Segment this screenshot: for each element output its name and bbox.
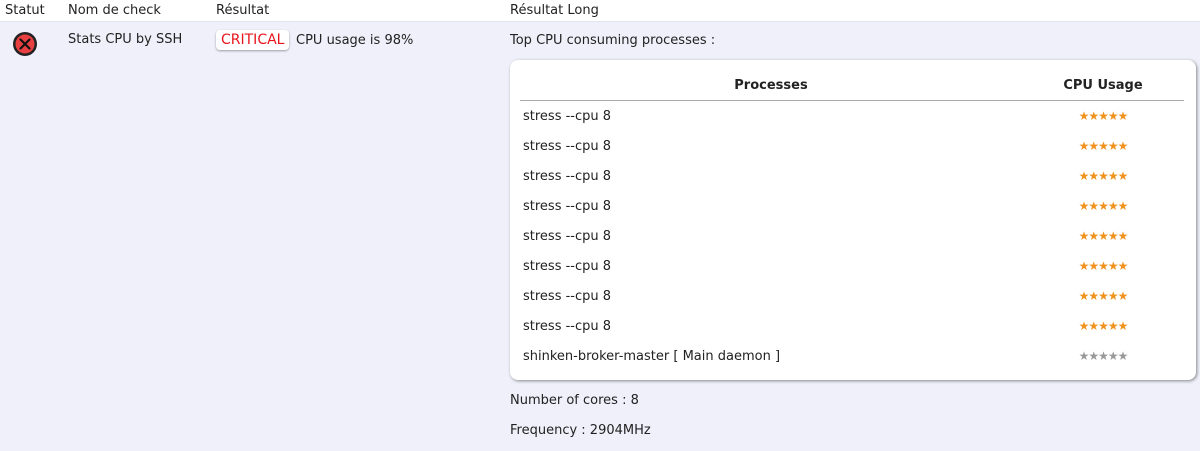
star-icon: ★ <box>1098 139 1109 153</box>
star-icon: ★ <box>1088 199 1099 213</box>
process-name: stress --cpu 8 <box>523 258 612 274</box>
process-table: Processes CPU Usage stress --cpu 8★★★★★s… <box>520 70 1184 371</box>
table-header: Statut Nom de check Résultat Résultat Lo… <box>0 0 1200 22</box>
star-icon: ★ <box>1117 199 1129 213</box>
col-processes: Processes <box>520 70 1022 101</box>
process-name: stress --cpu 8 <box>523 288 612 304</box>
col-check: Nom de check <box>68 3 161 18</box>
process-name: stress --cpu 8 <box>523 168 612 184</box>
cores: Number of cores : 8 <box>510 393 639 408</box>
star-icon: ★ <box>1107 259 1119 273</box>
result-output: CPU usage is 98% <box>296 33 414 48</box>
star-icon: ★ <box>1117 229 1129 243</box>
star-icon: ★ <box>1117 319 1129 333</box>
star-icon: ★ <box>1078 289 1090 303</box>
star-icon: ★ <box>1078 349 1090 363</box>
star-icon: ★ <box>1107 349 1119 363</box>
star-icon: ★ <box>1107 289 1119 303</box>
star-icon: ★ <box>1088 109 1099 123</box>
star-icon: ★ <box>1088 319 1099 333</box>
star-icon: ★ <box>1117 139 1129 153</box>
status-badge: CRITICAL <box>216 30 290 50</box>
col-result: Résultat <box>216 3 270 18</box>
process-card: Processes CPU Usage stress --cpu 8★★★★★s… <box>510 60 1196 380</box>
process-name: stress --cpu 8 <box>523 138 612 154</box>
star-icon: ★ <box>1088 289 1099 303</box>
star-icon: ★ <box>1088 349 1099 363</box>
star-icon: ★ <box>1117 169 1129 183</box>
frequency: Frequency : 2904MHz <box>510 423 651 438</box>
process-row: stress --cpu 8★★★★★ <box>520 131 1184 161</box>
star-icon: ★ <box>1098 229 1109 243</box>
star-icon: ★ <box>1098 199 1109 213</box>
star-icon: ★ <box>1107 169 1119 183</box>
process-name: shinken-broker-master [ Main daemon ] <box>523 348 781 364</box>
cpu-usage-stars: ★★★★★ <box>1022 191 1184 221</box>
star-icon: ★ <box>1088 259 1099 273</box>
star-icon: ★ <box>1098 349 1109 363</box>
star-icon: ★ <box>1098 319 1109 333</box>
star-icon: ★ <box>1078 169 1090 183</box>
star-icon: ★ <box>1117 349 1129 363</box>
process-name: stress --cpu 8 <box>523 108 612 124</box>
star-icon: ★ <box>1098 259 1109 273</box>
col-long: Résultat Long <box>510 3 599 18</box>
cpu-usage-stars: ★★★★★ <box>1022 251 1184 281</box>
star-icon: ★ <box>1117 289 1129 303</box>
star-icon: ★ <box>1107 319 1119 333</box>
process-row: stress --cpu 8★★★★★ <box>520 161 1184 191</box>
col-cpu-usage: CPU Usage <box>1022 70 1184 101</box>
cpu-usage-stars: ★★★★★ <box>1022 221 1184 251</box>
star-icon: ★ <box>1107 229 1119 243</box>
long-title: Top CPU consuming processes : <box>510 33 716 48</box>
process-row: stress --cpu 8★★★★★ <box>520 191 1184 221</box>
star-icon: ★ <box>1078 109 1090 123</box>
critical-x-icon <box>13 32 37 56</box>
process-row: stress --cpu 8★★★★★ <box>520 311 1184 341</box>
star-icon: ★ <box>1088 139 1099 153</box>
star-icon: ★ <box>1117 259 1129 273</box>
star-icon: ★ <box>1117 109 1129 123</box>
star-icon: ★ <box>1088 229 1099 243</box>
process-row: stress --cpu 8★★★★★ <box>520 281 1184 311</box>
cpu-usage-stars: ★★★★★ <box>1022 101 1184 132</box>
star-icon: ★ <box>1088 169 1099 183</box>
cpu-usage-stars: ★★★★★ <box>1022 281 1184 311</box>
process-name: stress --cpu 8 <box>523 198 612 214</box>
star-icon: ★ <box>1078 229 1090 243</box>
process-row: stress --cpu 8★★★★★ <box>520 251 1184 281</box>
cpu-usage-stars: ★★★★★ <box>1022 311 1184 341</box>
process-row: stress --cpu 8★★★★★ <box>520 101 1184 132</box>
process-row: stress --cpu 8★★★★★ <box>520 221 1184 251</box>
cpu-usage-stars: ★★★★★ <box>1022 131 1184 161</box>
star-icon: ★ <box>1107 199 1119 213</box>
check-name[interactable]: Stats CPU by SSH <box>68 32 183 47</box>
star-icon: ★ <box>1107 139 1119 153</box>
star-icon: ★ <box>1078 319 1090 333</box>
star-icon: ★ <box>1078 139 1090 153</box>
star-icon: ★ <box>1098 109 1109 123</box>
col-status: Statut <box>5 3 45 18</box>
star-icon: ★ <box>1098 169 1109 183</box>
process-name: stress --cpu 8 <box>523 228 612 244</box>
cpu-usage-stars: ★★★★★ <box>1022 161 1184 191</box>
process-name: stress --cpu 8 <box>523 318 612 334</box>
star-icon: ★ <box>1078 199 1090 213</box>
process-row: shinken-broker-master [ Main daemon ]★★★… <box>520 341 1184 371</box>
table-row[interactable]: Stats CPU by SSH CRITICAL CPU usage is 9… <box>0 22 1200 451</box>
star-icon: ★ <box>1078 259 1090 273</box>
cpu-usage-stars: ★★★★★ <box>1022 341 1184 371</box>
star-icon: ★ <box>1107 109 1119 123</box>
star-icon: ★ <box>1098 289 1109 303</box>
